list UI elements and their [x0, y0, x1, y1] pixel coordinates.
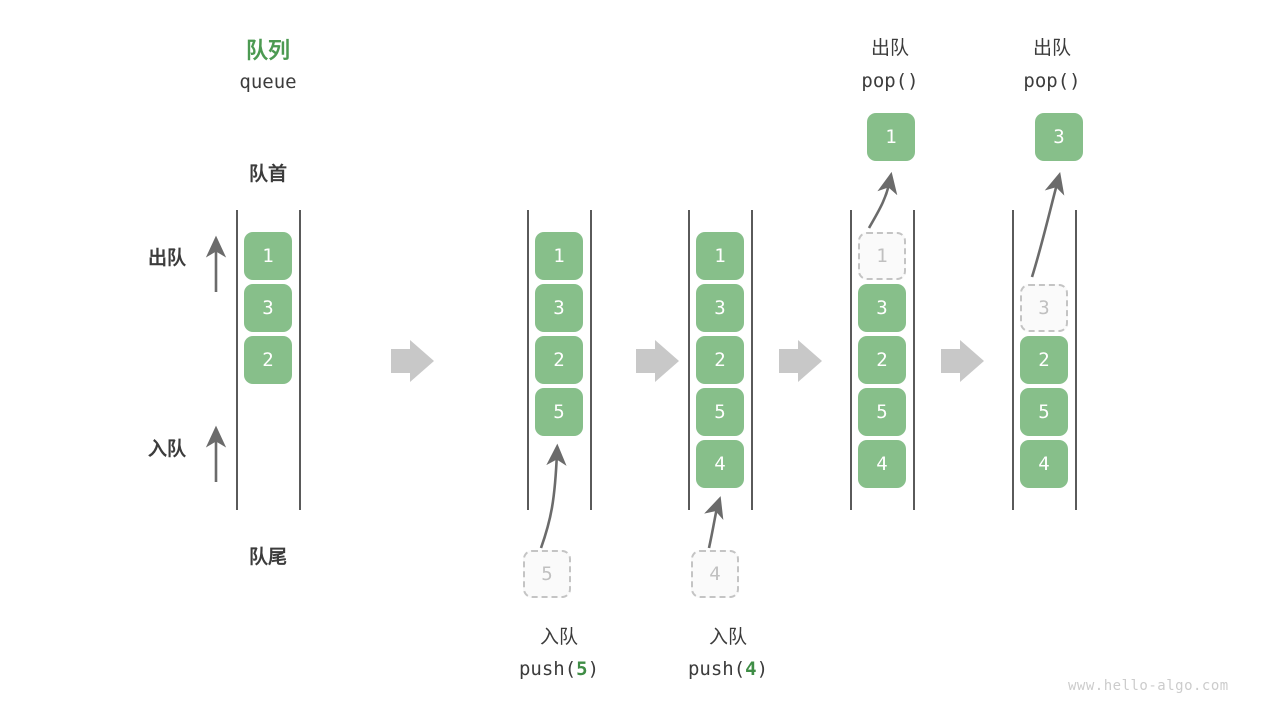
caption-cn-push-5: 入队	[539, 626, 578, 648]
queue-cell: 2	[244, 336, 292, 384]
queue-cell: 3	[858, 284, 906, 332]
top-label-cn-pop-1: 出队	[870, 37, 909, 59]
incoming-ghost-cell: 5	[523, 550, 571, 598]
rail-right-push-4	[751, 210, 753, 510]
rail-left-pop-1	[850, 210, 852, 510]
rail-right-initial	[299, 210, 301, 510]
step-arrow-icon	[636, 340, 679, 382]
queue-cell: 2	[1020, 336, 1068, 384]
queue-cell: 2	[535, 336, 583, 384]
queue-title-cn: 队列	[245, 39, 290, 64]
top-label-code-pop-3: pop()	[1023, 70, 1081, 92]
enqueue-side-label: 入队	[148, 438, 187, 460]
queue-cell: 4	[1020, 440, 1068, 488]
caption-cn-push-4: 入队	[708, 626, 747, 648]
popped-cell: 3	[1035, 113, 1083, 161]
caption-code-post: )	[756, 658, 769, 680]
queue-cell: 4	[696, 440, 744, 488]
caption-code-num: 5	[576, 658, 588, 680]
queue-cell: 1	[696, 232, 744, 280]
push-motion-arrow-icon	[704, 496, 724, 549]
rail-left-initial	[236, 210, 238, 510]
queue-cell: 4	[858, 440, 906, 488]
dequeue-side-label: 出队	[148, 247, 187, 269]
incoming-ghost-cell: 4	[691, 550, 739, 598]
caption-code-num: 4	[745, 658, 757, 680]
push-motion-arrow-icon	[539, 443, 567, 549]
removed-ghost-cell: 1	[858, 232, 906, 280]
rail-left-push-5	[527, 210, 529, 510]
caption-code-push-4: push(4)	[628, 658, 828, 680]
front-label: 队首	[248, 163, 287, 185]
queue-cell: 3	[244, 284, 292, 332]
queue-cell: 1	[244, 232, 292, 280]
cell-stack-push-5: 1 3 2 5	[535, 232, 583, 436]
cell-stack-initial: 1 3 2	[244, 232, 292, 384]
queue-cell: 3	[696, 284, 744, 332]
cell-stack-pop-3: 3 2 5 4	[1020, 232, 1068, 488]
step-arrow-icon	[779, 340, 822, 382]
caption-code-pre: push(	[687, 658, 746, 680]
empty-slot	[1020, 232, 1068, 280]
rail-left-push-4	[688, 210, 690, 510]
rail-right-pop-3	[1075, 210, 1077, 510]
rail-right-push-5	[590, 210, 592, 510]
watermark: www.hello-algo.com	[1068, 678, 1229, 694]
rail-left-pop-3	[1012, 210, 1014, 510]
pop-motion-arrow-icon	[867, 171, 898, 229]
queue-cell: 2	[858, 336, 906, 384]
queue-cell: 3	[535, 284, 583, 332]
rear-label: 队尾	[248, 546, 287, 568]
popped-cell: 1	[867, 113, 915, 161]
queue-cell: 5	[1020, 388, 1068, 436]
caption-code-push-5: push(5)	[459, 658, 659, 680]
top-label-code-pop-1: pop()	[861, 70, 919, 92]
top-label-cn-pop-3: 出队	[1032, 37, 1071, 59]
queue-cell: 5	[858, 388, 906, 436]
caption-code-pre: push(	[518, 658, 577, 680]
step-arrow-icon	[391, 340, 434, 382]
queue-title-en: queue	[239, 71, 297, 93]
queue-cell: 5	[535, 388, 583, 436]
queue-cell: 5	[696, 388, 744, 436]
queue-cell: 1	[535, 232, 583, 280]
cell-stack-push-4: 1 3 2 5 4	[696, 232, 744, 488]
removed-ghost-cell: 3	[1020, 284, 1068, 332]
step-arrow-icon	[941, 340, 984, 382]
caption-code-post: )	[587, 658, 600, 680]
rail-right-pop-1	[913, 210, 915, 510]
cell-stack-pop-1: 1 3 2 5 4	[858, 232, 906, 488]
queue-cell: 2	[696, 336, 744, 384]
